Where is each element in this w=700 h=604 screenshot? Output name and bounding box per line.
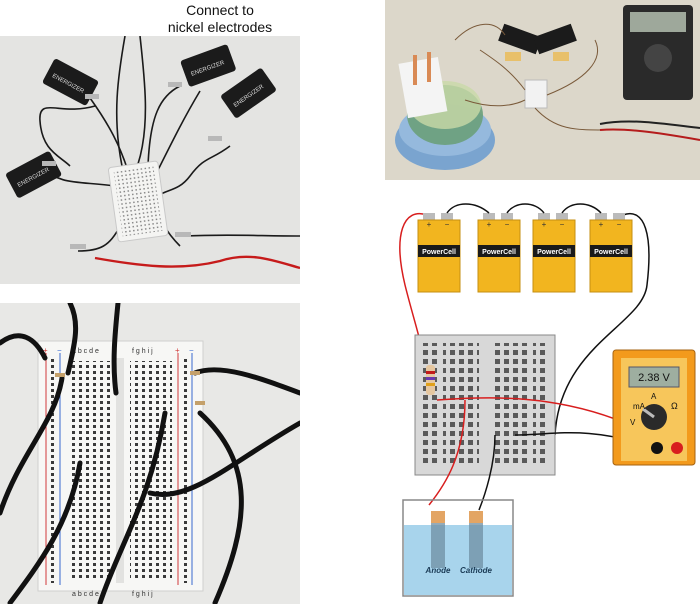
cathode-label: Cathode [460,566,493,575]
caption-line-2: nickel electrodes [167,19,273,35]
battery-3: ENERGIZER [221,68,276,118]
powercell-1: PowerCell + − [417,213,461,293]
powercell-3-plus: + [542,220,547,229]
battery-2: ENERGIZER [180,44,236,87]
battery-1: ENERGIZER [42,59,99,106]
meter-ma-label: mA [633,402,646,411]
columns-left-top: a b c d e [72,348,99,355]
batteries-breadboard-photo: ENERGIZER ENERGIZER ENERGIZER ENERGIZER [0,36,300,284]
rail-plus-left: + [43,346,48,355]
breadboard-photo: a b c d e f g h i j a b c d e f g h i j … [0,303,300,604]
powercell-3-label: PowerCell [537,249,571,256]
caption-line-1: Connect to [186,2,254,18]
columns-right-top: f g h i j [132,348,153,355]
photo-caption: Connect to nickel electrodes [165,2,275,36]
rail-minus-right: − [189,346,194,355]
powercell-1-plus: + [427,220,432,229]
powercell-4-label: PowerCell [594,249,628,256]
meter-v-label: V [630,418,636,427]
rail-plus-right: + [175,346,180,355]
diagram-multimeter: 2.38 V mA A V Ω [612,349,696,466]
meter-reading: 2.38 V [638,372,670,384]
columns-right-bottom: f g h i j [132,591,153,598]
apparatus-photo [385,0,700,180]
powercell-4: PowerCell + − [589,213,633,293]
circuit-diagram: PowerCell + − PowerCell + − PowerCell + … [385,195,700,600]
powercell-2: PowerCell + − [477,213,521,293]
powercell-4-plus: + [599,220,604,229]
powercell-2-label: PowerCell [482,249,516,256]
meter-a-label: A [651,392,657,401]
diagram-breadboard [414,334,556,476]
anode-label: Anode [425,566,451,575]
diagram-beaker: Anode Cathode [402,499,514,597]
powercell-3-minus: − [560,220,565,229]
powercell-3: PowerCell + − [532,213,576,293]
columns-left-bottom: a b c d e [72,591,99,598]
meter-ohm-label: Ω [671,401,678,411]
powercell-2-plus: + [487,220,492,229]
powercell-1-minus: − [445,220,450,229]
powercell-2-minus: − [505,220,510,229]
rail-minus-left: − [57,346,62,355]
powercell-4-minus: − [617,220,622,229]
battery-4: ENERGIZER [6,151,62,198]
powercell-1-label: PowerCell [422,249,456,256]
